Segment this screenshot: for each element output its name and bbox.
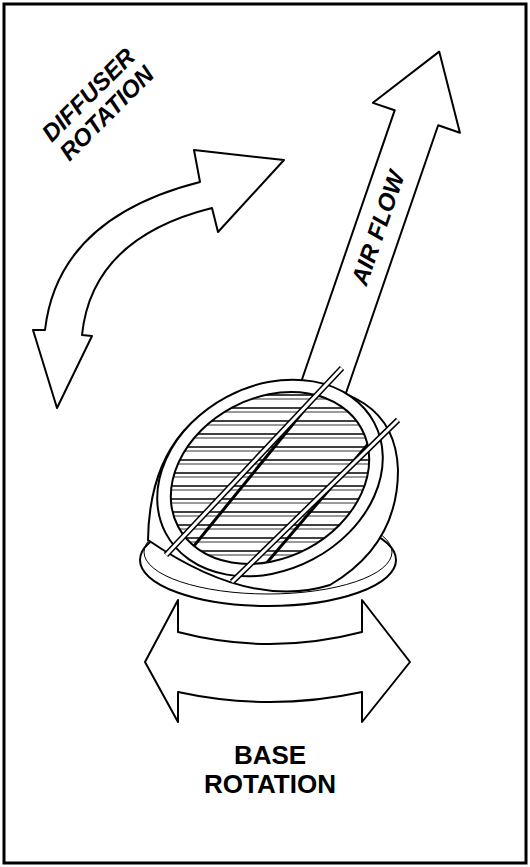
diffuser [123,341,418,620]
base-rotation-arrow [145,600,410,722]
air-flow-arrow [279,37,483,407]
base-rotation-label: BASE ROTATION [204,741,336,798]
frame [4,4,526,863]
diffuser-rotation-arrow [33,150,284,408]
